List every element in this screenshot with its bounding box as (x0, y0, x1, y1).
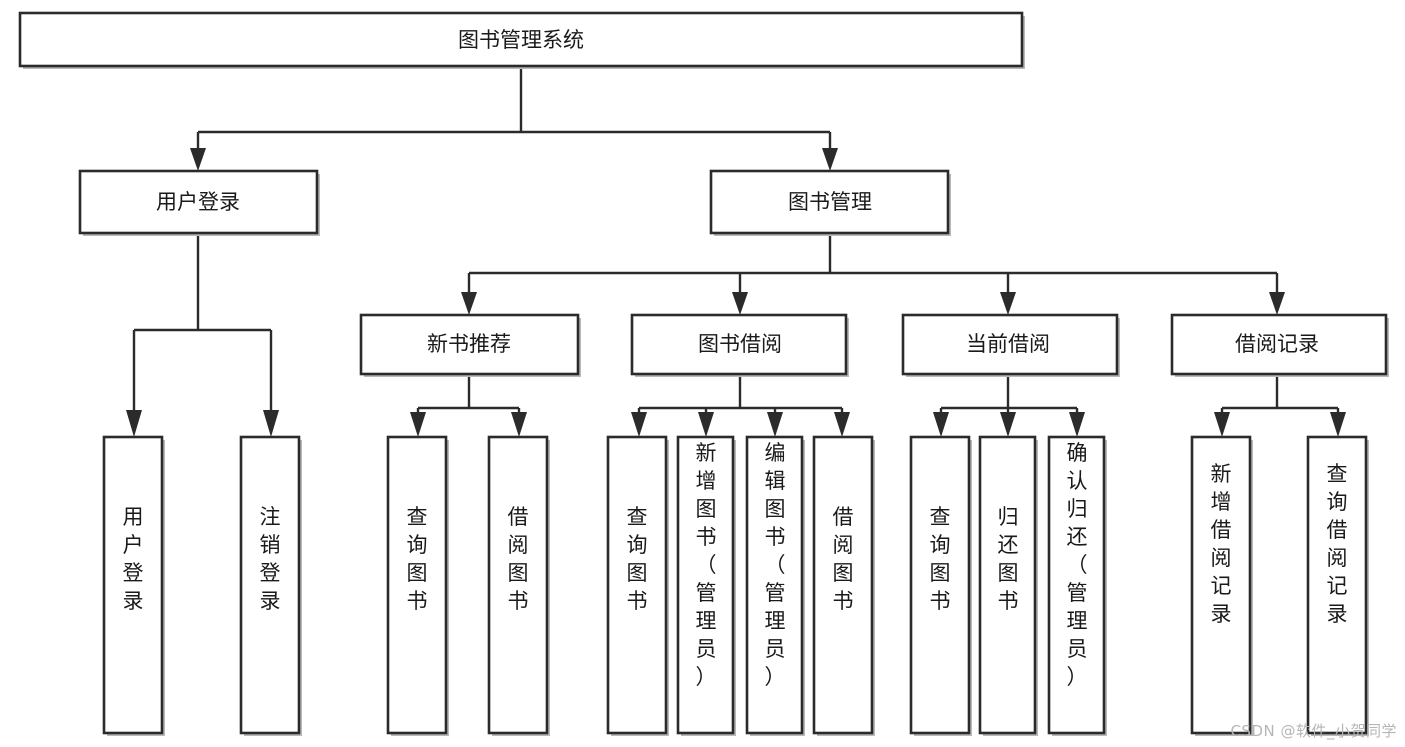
node-leaf-query-book-2[interactable]: 查询图书 (606, 435, 669, 736)
arrow-to-new-book-recommend (461, 292, 477, 315)
node-leaf-borrow-book-2[interactable]: 借阅图书 (812, 435, 875, 736)
node-leaf-query-book-1-label: 查询图书 (407, 505, 428, 613)
arrow-to-leaf-edit-book (767, 412, 783, 437)
node-book-manage[interactable]: 图书管理 (709, 169, 951, 236)
node-book-borrow-label: 图书借阅 (698, 332, 782, 356)
node-leaf-query-record[interactable]: 查询借阅记录 (1306, 435, 1369, 736)
node-leaf-borrow-book-1-label: 借阅图书 (508, 505, 529, 613)
node-leaf-return-book[interactable]: 归还图书 (978, 435, 1038, 736)
node-leaf-add-book-label: 新增图书（管理员） (696, 441, 717, 689)
node-book-manage-label: 图书管理 (788, 190, 872, 214)
node-leaf-logout-label: 注销登录 (260, 505, 281, 613)
node-borrow-record[interactable]: 借阅记录 (1170, 313, 1389, 377)
node-book-borrow[interactable]: 图书借阅 (630, 313, 849, 377)
arrow-to-current-borrow (1000, 292, 1016, 315)
arrow-to-leaf-query-book-3 (933, 412, 949, 437)
arrow-to-leaf-user-login (126, 410, 142, 437)
node-leaf-add-book[interactable]: 新增图书（管理员） (676, 435, 736, 736)
node-leaf-confirm-return-label: 确认归还（管理员） (1067, 441, 1088, 689)
arrow-to-leaf-add-record (1214, 412, 1230, 437)
node-leaf-borrow-book-1[interactable]: 借阅图书 (487, 435, 550, 736)
node-current-borrow[interactable]: 当前借阅 (901, 313, 1120, 377)
node-user-login-label: 用户登录 (156, 190, 240, 214)
node-leaf-logout[interactable]: 注销登录 (239, 435, 302, 736)
node-leaf-query-book-2-label: 查询图书 (627, 505, 648, 613)
arrow-to-leaf-query-record (1330, 412, 1346, 437)
arrow-to-book-borrow (732, 292, 748, 315)
arrow-to-user-login (190, 148, 206, 171)
node-leaf-edit-book[interactable]: 编辑图书（管理员） (745, 435, 805, 736)
csdn-watermark: CSDN @软件_小贺同学 (1230, 722, 1397, 740)
node-leaf-edit-book-label: 编辑图书（管理员） (765, 441, 786, 689)
node-leaf-return-book-label: 归还图书 (998, 505, 1019, 613)
arrow-to-leaf-confirm-return (1069, 412, 1085, 437)
node-new-book-recommend-label: 新书推荐 (427, 332, 511, 356)
node-leaf-query-book-3-label: 查询图书 (930, 505, 951, 613)
node-leaf-confirm-return[interactable]: 确认归还（管理员） (1047, 435, 1107, 736)
arrow-to-leaf-query-book-1 (410, 412, 426, 437)
node-user-login[interactable]: 用户登录 (78, 169, 320, 236)
node-borrow-record-label: 借阅记录 (1235, 332, 1319, 356)
node-leaf-query-record-label: 查询借阅记录 (1327, 462, 1348, 626)
node-leaf-query-book-1[interactable]: 查询图书 (386, 435, 449, 736)
arrow-to-leaf-borrow-book-2 (834, 412, 850, 437)
arrow-to-leaf-return-book (1000, 412, 1016, 437)
arrow-to-leaf-borrow-book-1 (511, 412, 527, 437)
arrow-to-borrow-record (1269, 292, 1285, 315)
node-leaf-borrow-book-2-label: 借阅图书 (833, 505, 854, 613)
node-root-label: 图书管理系统 (458, 28, 584, 52)
arrow-to-leaf-add-book (698, 412, 714, 437)
node-current-borrow-label: 当前借阅 (966, 332, 1050, 356)
node-leaf-user-login-label: 用户登录 (123, 505, 144, 613)
arrow-to-leaf-query-book-2 (631, 412, 647, 437)
node-root[interactable]: 图书管理系统 (18, 11, 1025, 69)
arrow-to-leaf-logout (263, 410, 279, 437)
node-leaf-add-record-label: 新增借阅记录 (1211, 462, 1232, 626)
node-leaf-add-record[interactable]: 新增借阅记录 (1190, 435, 1253, 736)
node-leaf-user-login[interactable]: 用户登录 (102, 435, 165, 736)
node-new-book-recommend[interactable]: 新书推荐 (359, 313, 581, 377)
node-leaf-query-book-3[interactable]: 查询图书 (909, 435, 972, 736)
arrow-to-book-manage (822, 148, 838, 171)
connector-layer (126, 66, 1346, 437)
